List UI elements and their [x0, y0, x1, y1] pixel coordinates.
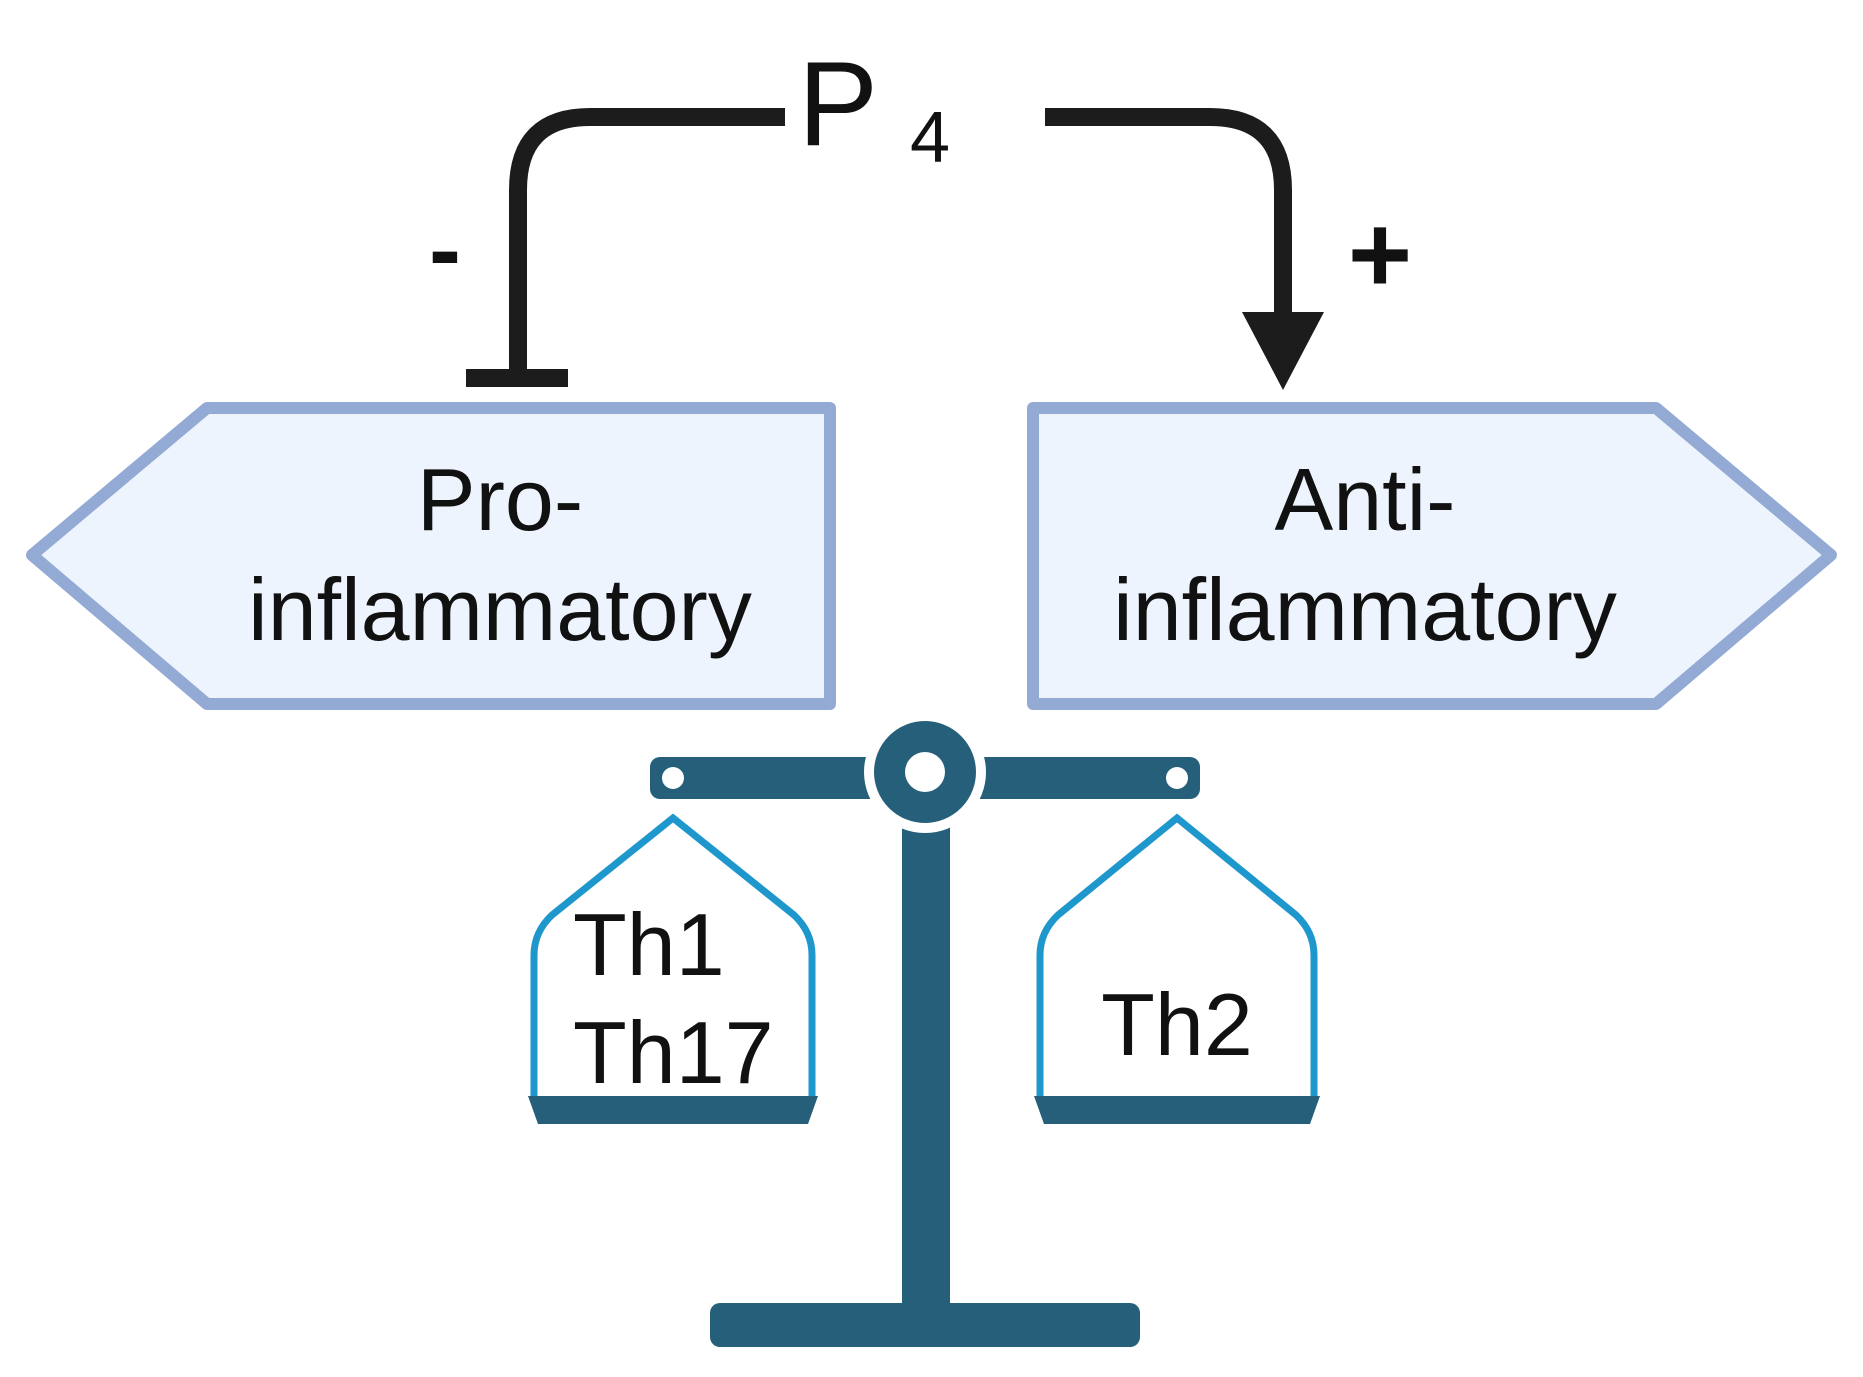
anti-sign-label-line2: inflammatory — [1113, 560, 1617, 659]
stimulation-connector — [1045, 108, 1292, 318]
inhibit-sign: - — [429, 196, 461, 303]
right-pan-outline — [1036, 813, 1318, 1098]
pro-sign-label-line2: inflammatory — [248, 560, 752, 659]
beam-end-hole-right — [1166, 767, 1188, 789]
right-pan-tray — [1034, 1096, 1320, 1124]
anti-sign-label-line1: Anti- — [1275, 450, 1456, 549]
left-pan-label-th17: Th17 — [573, 1003, 774, 1102]
balance-scale-icon — [528, 711, 1320, 1347]
stimulation-arrowhead — [1242, 312, 1324, 390]
anti-inflammatory-sign — [1027, 402, 1837, 710]
inhibition-connector — [509, 108, 785, 378]
scale-base — [710, 1303, 1140, 1347]
promote-sign: + — [1348, 193, 1412, 316]
scale-pivot-hole — [905, 752, 945, 792]
p4-symbol: P — [798, 37, 878, 171]
left-pan-label-th1: Th1 — [573, 895, 725, 994]
p4-label: P — [798, 37, 878, 171]
p4-subscript: 4 — [910, 98, 950, 178]
pro-sign-label-line1: Pro- — [417, 450, 583, 549]
beam-end-hole-left — [662, 767, 684, 789]
right-pan-label-th2: Th2 — [1101, 975, 1253, 1074]
pro-inflammatory-sign — [26, 402, 836, 710]
left-pan-tray — [528, 1096, 818, 1124]
left-pan-outline — [530, 813, 816, 1098]
scale-post — [902, 820, 950, 1320]
